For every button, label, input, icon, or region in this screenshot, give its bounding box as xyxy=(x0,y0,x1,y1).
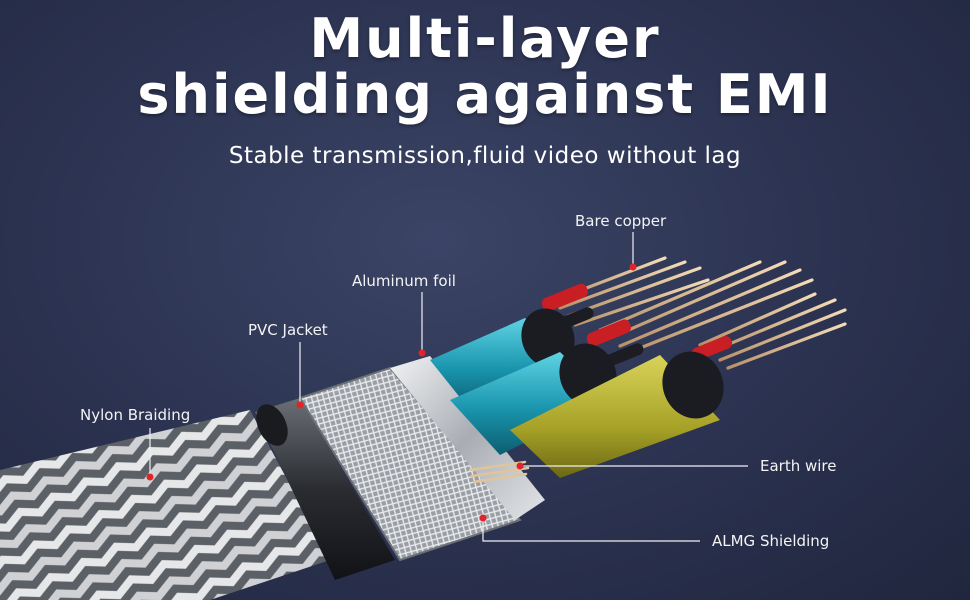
label-aluminum-foil: Aluminum foil xyxy=(352,272,456,290)
marker-bare-copper xyxy=(629,263,637,271)
label-nylon-braiding: Nylon Braiding xyxy=(80,406,191,424)
nylon-braiding-layer xyxy=(0,410,330,600)
marker-nylon-braiding xyxy=(146,473,154,481)
label-almg-shielding: ALMG Shielding xyxy=(712,532,830,550)
earth-wire-strands xyxy=(468,460,530,484)
label-bare-copper: Bare copper xyxy=(575,212,667,230)
label-earth-wire: Earth wire xyxy=(760,457,837,475)
marker-earth-wire xyxy=(516,462,524,470)
callout-leaders xyxy=(149,232,748,542)
aluminum-foil-layer xyxy=(390,356,545,520)
marker-almg-shielding xyxy=(479,514,487,522)
almg-shielding-layer xyxy=(298,366,522,562)
yellow-pair xyxy=(510,351,724,478)
marker-aluminum-foil xyxy=(418,349,426,357)
marker-pvc-jacket xyxy=(296,401,304,409)
subheadline: Stable transmission,fluid video without … xyxy=(228,143,742,169)
headline-line-2: shielding against EMI xyxy=(137,63,833,126)
pvc-jacket-layer xyxy=(255,398,395,580)
callout-markers xyxy=(146,263,637,522)
headline-line-1: Multi-layer xyxy=(309,7,661,70)
blue-pair-top xyxy=(430,308,575,410)
conductor-pairs xyxy=(430,256,847,484)
label-pvc-jacket: PVC Jacket xyxy=(248,321,328,339)
